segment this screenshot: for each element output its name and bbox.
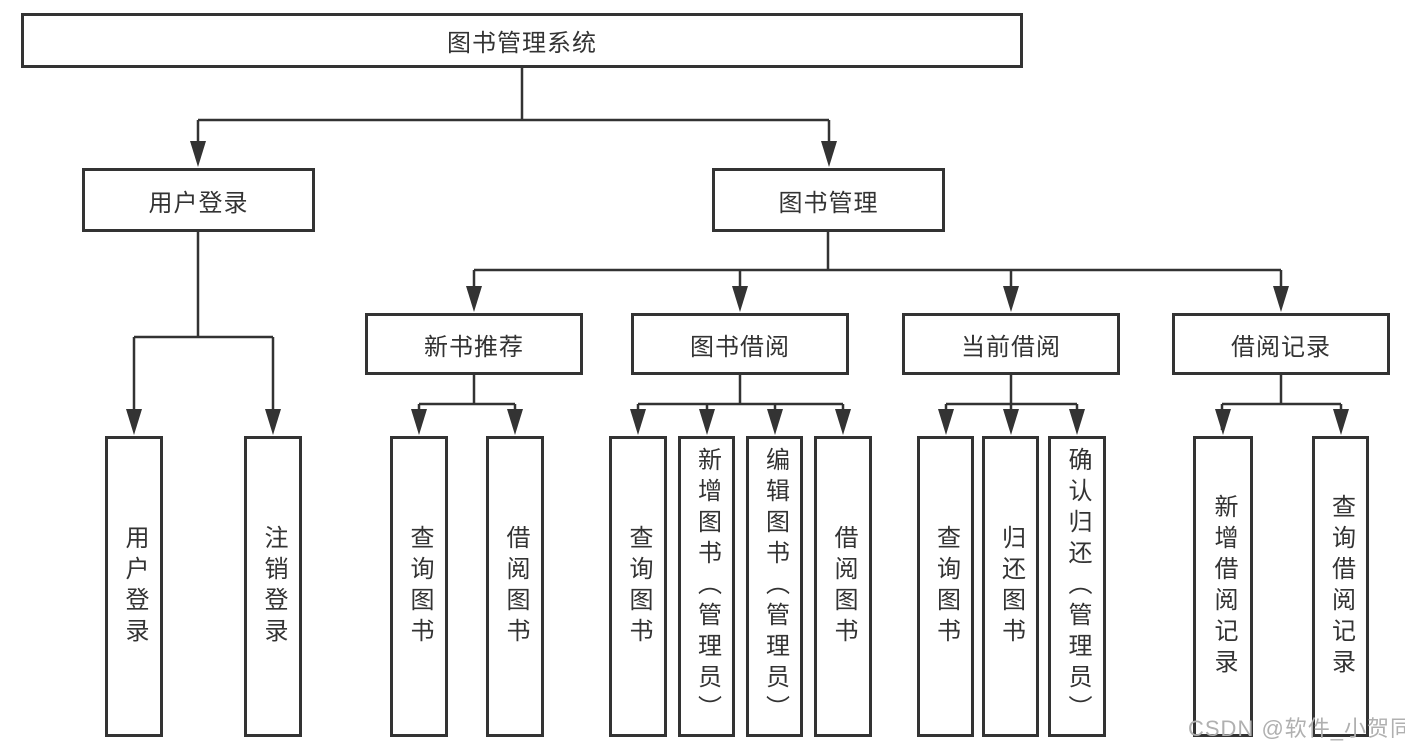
leaf-add-books-admin: 新增图书（管理员） xyxy=(678,436,735,737)
leaf-label: 查询图书 xyxy=(625,524,652,649)
leaf-query-books: 查询图书 xyxy=(609,436,667,737)
leaf-label: 查询借阅记录 xyxy=(1327,493,1355,680)
leaf-label: 借阅图书 xyxy=(830,524,857,649)
leaf-return-books: 归还图书 xyxy=(982,436,1039,737)
node-new-book-recommendation: 新书推荐 xyxy=(365,313,583,375)
leaf-label: 编辑图书（管理员） xyxy=(761,447,789,726)
leaf-label: 查询图书 xyxy=(406,524,433,649)
leaf-query-books-recommend: 查询图书 xyxy=(390,436,448,737)
leaf-query-books-current: 查询图书 xyxy=(917,436,974,737)
node-borrowing-records: 借阅记录 xyxy=(1172,313,1390,375)
leaf-logout: 注销登录 xyxy=(244,436,302,737)
leaf-label: 归还图书 xyxy=(997,524,1025,649)
leaf-label: 借阅图书 xyxy=(502,524,529,649)
leaf-user-login: 用户登录 xyxy=(105,436,163,737)
arrowheads xyxy=(126,141,1349,435)
leaf-label: 确认归还（管理员） xyxy=(1064,447,1091,726)
leaf-borrow-books-recommend: 借阅图书 xyxy=(486,436,544,737)
leaf-add-borrow-record: 新增借阅记录 xyxy=(1193,436,1253,737)
node-library-management-system: 图书管理系统 xyxy=(21,13,1023,68)
node-book-management: 图书管理 xyxy=(712,168,945,232)
node-user-login: 用户登录 xyxy=(82,168,315,232)
leaf-label: 新增借阅记录 xyxy=(1210,493,1237,680)
leaf-label: 用户登录 xyxy=(121,524,148,649)
leaf-borrow-books: 借阅图书 xyxy=(814,436,872,737)
node-book-borrowing: 图书借阅 xyxy=(631,313,849,375)
leaf-confirm-return-admin: 确认归还（管理员） xyxy=(1048,436,1106,737)
leaf-edit-books-admin: 编辑图书（管理员） xyxy=(746,436,803,737)
leaf-query-borrow-record: 查询借阅记录 xyxy=(1312,436,1369,737)
leaf-label: 新增图书（管理员） xyxy=(693,447,721,726)
leaf-label: 查询图书 xyxy=(932,524,960,649)
node-current-borrowing: 当前借阅 xyxy=(902,313,1120,375)
csdn-watermark: CSDN @软件_小贺同学 xyxy=(1188,716,1405,741)
leaf-label: 注销登录 xyxy=(260,524,287,649)
